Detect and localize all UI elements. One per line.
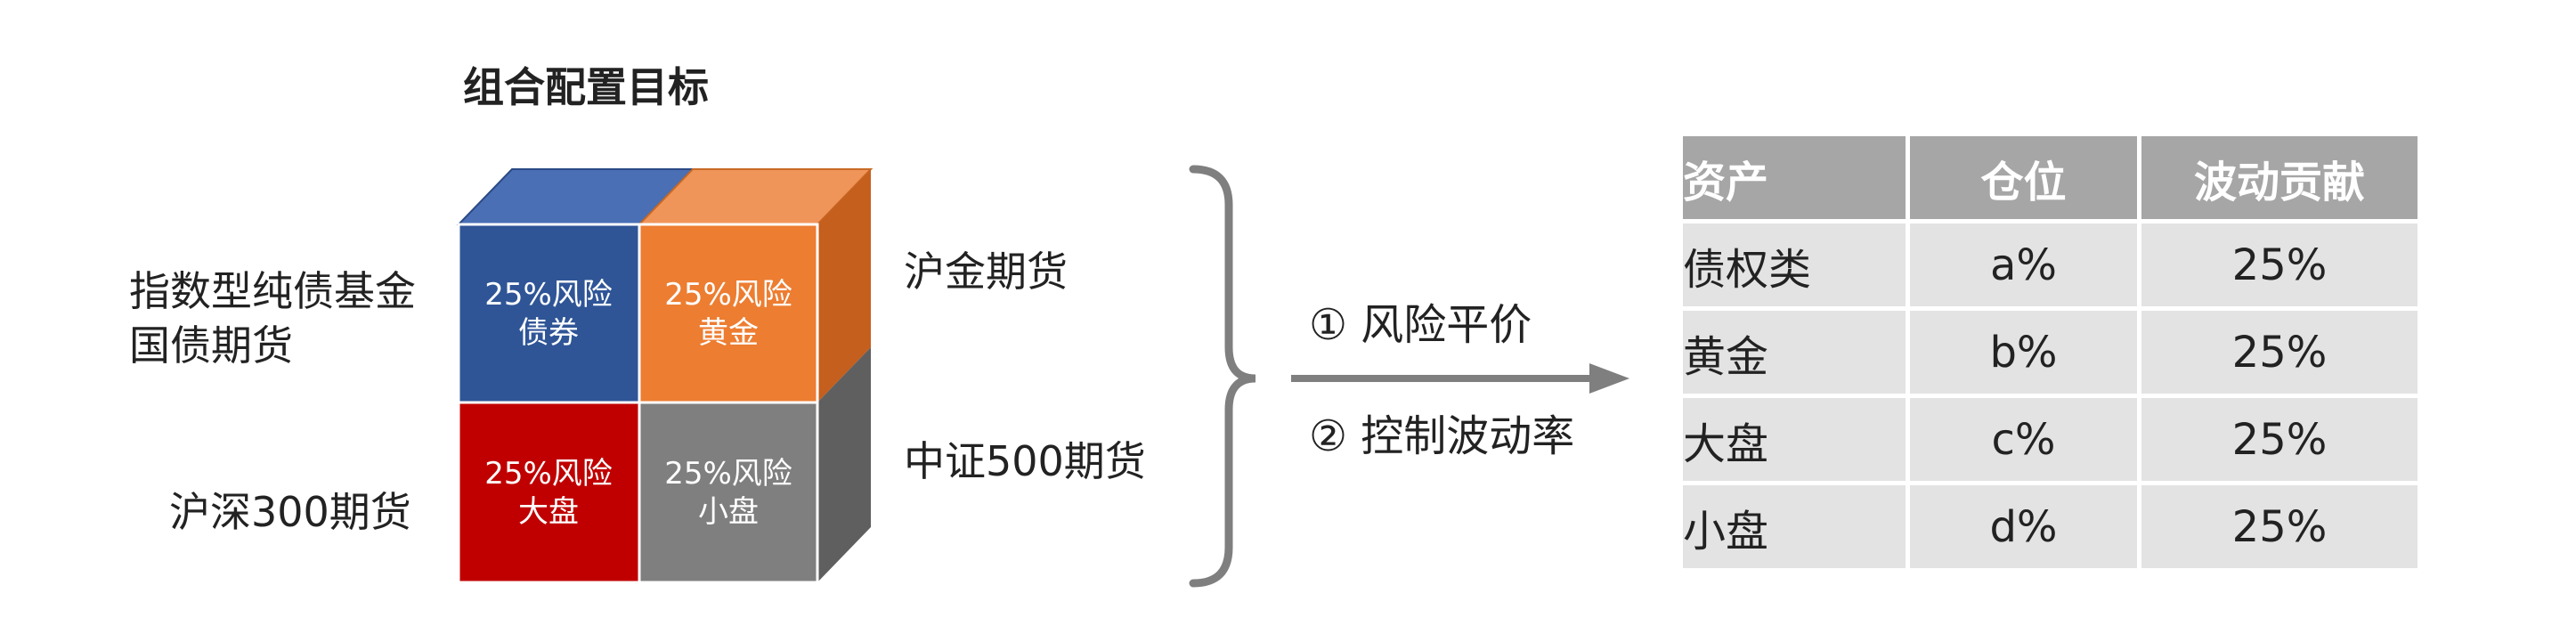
- curly-bracket: [1189, 165, 1256, 588]
- cube-smallcap-name: 小盘: [698, 494, 759, 530]
- step-control-volatility: ② 控制波动率: [1309, 411, 1575, 461]
- page-title: 组合配置目标: [463, 63, 709, 111]
- cell-position: b%: [1910, 311, 2137, 394]
- table-row: 黄金 b% 25%: [1683, 311, 2418, 394]
- cube-largecap-pct: 25%风险: [484, 456, 613, 492]
- cube-smallcap-side: [817, 347, 871, 582]
- cube-smallcap-pct: 25%风险: [664, 456, 792, 492]
- table-row: 债权类 a% 25%: [1683, 224, 2418, 306]
- cell-position: d%: [1910, 485, 2137, 568]
- cell-vol: 25%: [2141, 311, 2418, 394]
- cell-asset: 大盘: [1683, 398, 1906, 481]
- label-treasury-futures: 国债期货: [129, 321, 293, 370]
- cell-asset: 小盘: [1683, 485, 1906, 568]
- cube-bond-pct: 25%风险: [484, 277, 613, 313]
- cell-vol: 25%: [2141, 485, 2418, 568]
- step-risk-parity: ① 风险平价: [1309, 300, 1532, 350]
- cell-position: c%: [1910, 398, 2137, 481]
- header-position: 仓位: [1910, 136, 2137, 219]
- cube-bond-name: 债券: [518, 315, 579, 351]
- cube-gold-front: [638, 223, 819, 404]
- cube-largecap-name: 大盘: [518, 494, 579, 530]
- cell-vol: 25%: [2141, 398, 2418, 481]
- header-asset: 资产: [1683, 136, 1906, 219]
- cube-gold-side: [817, 169, 871, 402]
- cell-vol: 25%: [2141, 224, 2418, 306]
- table-row: 小盘 d% 25%: [1683, 485, 2418, 568]
- cube-gold-name: 黄金: [698, 315, 759, 351]
- table-row: 大盘 c% 25%: [1683, 398, 2418, 481]
- cell-asset: 债权类: [1683, 224, 1906, 306]
- cell-asset: 黄金: [1683, 311, 1906, 394]
- header-vol-contribution: 波动贡献: [2141, 136, 2418, 219]
- cube-smallcap-front: [638, 401, 819, 584]
- cube-bond-front: [457, 223, 641, 404]
- label-csi500-futures: 中证500期货: [904, 437, 1146, 485]
- arrow-head-icon: [1589, 363, 1629, 394]
- cube-largecap-front: [457, 401, 641, 584]
- label-index-bond-fund: 指数型纯债基金: [129, 267, 416, 315]
- cube-gold-pct: 25%风险: [664, 277, 792, 313]
- cell-position: a%: [1910, 224, 2137, 306]
- asset-table: 资产 仓位 波动贡献 债权类 a% 25% 黄金 b% 25% 大盘 c% 25…: [1678, 132, 2422, 573]
- label-csi300-futures: 沪深300期货: [169, 488, 411, 536]
- table-header-row: 资产 仓位 波动贡献: [1683, 136, 2418, 219]
- label-gold-futures: 沪金期货: [904, 248, 1068, 296]
